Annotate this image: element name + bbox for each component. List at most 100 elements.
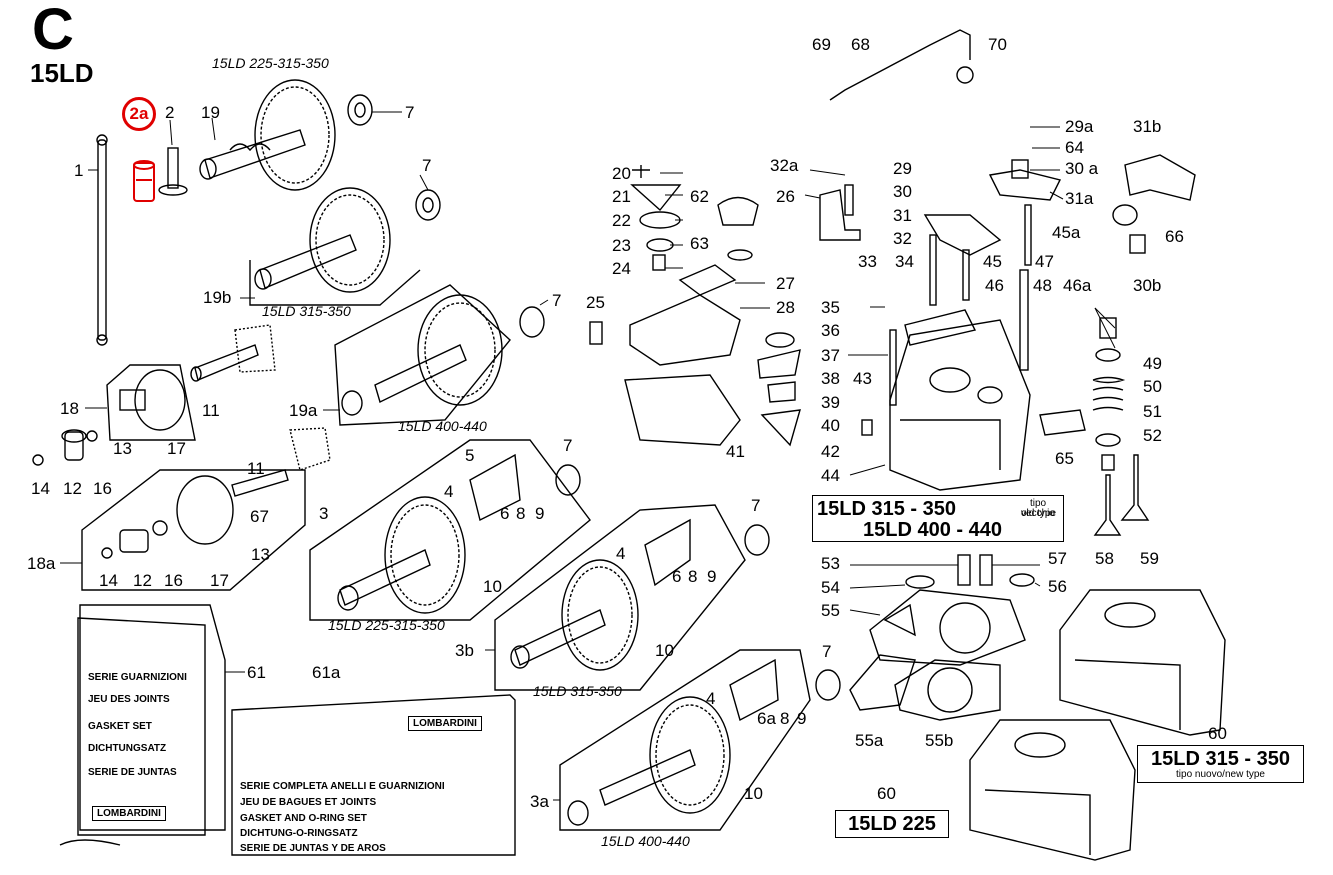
part-label[interactable]: 6a — [757, 709, 776, 728]
part-label[interactable]: 18 — [60, 399, 79, 418]
part-label[interactable]: 30 — [893, 182, 912, 201]
part-label[interactable]: 10 — [483, 577, 502, 596]
part-label[interactable]: 11 — [202, 401, 220, 420]
part-label[interactable]: 13 — [251, 545, 270, 564]
part-label[interactable]: 7 — [405, 103, 415, 122]
part-label[interactable]: 29a — [1065, 117, 1094, 136]
part-label[interactable]: 66 — [1165, 227, 1184, 246]
part-label[interactable]: 7 — [422, 156, 432, 175]
part-label[interactable]: 8 — [516, 504, 526, 523]
part-label[interactable]: 58 — [1095, 549, 1114, 568]
part-label[interactable]: 21 — [612, 187, 631, 206]
part-label[interactable]: 24 — [612, 259, 631, 278]
part-label[interactable]: 18a — [27, 554, 56, 573]
part-label[interactable]: 14 — [99, 571, 118, 590]
part-label[interactable]: 61 — [247, 663, 266, 682]
part-label[interactable]: 7 — [751, 496, 761, 515]
part-label[interactable]: 31a — [1065, 189, 1094, 208]
part-label[interactable]: 11 — [247, 459, 265, 478]
part-label[interactable]: 31 — [893, 206, 912, 225]
part-label[interactable]: 29 — [893, 159, 912, 178]
part-label[interactable]: 19 — [201, 103, 220, 122]
part-label[interactable]: 47 — [1035, 252, 1054, 271]
part-label[interactable]: 55b — [925, 731, 954, 750]
part-label[interactable]: 40 — [821, 416, 840, 435]
part-label[interactable]: 31b — [1133, 117, 1162, 136]
part-label[interactable]: 34 — [895, 252, 914, 271]
part-label[interactable]: 16 — [93, 479, 112, 498]
part-label[interactable]: 19b — [203, 288, 232, 307]
part-label[interactable]: 6 — [500, 504, 510, 523]
part-label[interactable]: 45 — [983, 252, 1002, 271]
part-label[interactable]: 39 — [821, 393, 840, 412]
part-label[interactable]: 60 — [877, 784, 896, 803]
part-label[interactable]: 32 — [893, 229, 912, 248]
part-label[interactable]: 54 — [821, 578, 840, 597]
part-label[interactable]: 35 — [821, 298, 840, 317]
part-label[interactable]: 36 — [821, 321, 840, 340]
part-label[interactable]: 7 — [563, 436, 573, 455]
part-label[interactable]: 4 — [444, 482, 454, 501]
part-label[interactable]: 14 — [31, 479, 50, 498]
part-label[interactable]: 46 — [985, 276, 1004, 295]
part-label[interactable]: 13 — [113, 439, 132, 458]
part-label[interactable]: 59 — [1140, 549, 1159, 568]
part-label[interactable]: 67 — [250, 507, 269, 526]
part-label[interactable]: 63 — [690, 234, 709, 253]
part-label[interactable]: 30 a — [1065, 159, 1099, 178]
part-label[interactable]: 43 — [853, 369, 872, 388]
part-label[interactable]: 51 — [1143, 402, 1162, 421]
part-label[interactable]: 26 — [776, 187, 795, 206]
part-label[interactable]: 33 — [858, 252, 877, 271]
part-label[interactable]: 3b — [455, 641, 474, 660]
part-label[interactable]: 7 — [822, 642, 832, 661]
part-label[interactable]: 5 — [465, 446, 475, 465]
part-label[interactable]: 48 — [1033, 276, 1052, 295]
part-label[interactable]: 56 — [1048, 577, 1067, 596]
part-label[interactable]: 8 — [780, 709, 790, 728]
part-label[interactable]: 28 — [776, 298, 795, 317]
part-label[interactable]: 68 — [851, 35, 870, 54]
part-label[interactable]: 41 — [726, 442, 745, 461]
part-label[interactable]: 9 — [797, 709, 807, 728]
part-label[interactable]: 30b — [1133, 276, 1162, 295]
part-label[interactable]: 37 — [821, 346, 840, 365]
part-label[interactable]: 53 — [821, 554, 840, 573]
part-label[interactable]: 60 — [1208, 724, 1227, 743]
part-label[interactable]: 57 — [1048, 549, 1067, 568]
part-label[interactable]: 7 — [552, 291, 562, 310]
part-label[interactable]: 50 — [1143, 377, 1162, 396]
part-label[interactable]: 10 — [744, 784, 763, 803]
part-label[interactable]: 44 — [821, 466, 840, 485]
part-label[interactable]: 9 — [707, 567, 717, 586]
part-label[interactable]: 4 — [616, 544, 626, 563]
part-label[interactable]: 55a — [855, 731, 884, 750]
part-label[interactable]: 27 — [776, 274, 795, 293]
part-label[interactable]: 52 — [1143, 426, 1162, 445]
part-label[interactable]: 46a — [1063, 276, 1092, 295]
part-label[interactable]: 1 — [74, 161, 84, 180]
part-label[interactable]: 20 — [612, 164, 631, 183]
part-label[interactable]: 38 — [821, 369, 840, 388]
part-label[interactable]: 62 — [690, 187, 709, 206]
part-label[interactable]: 23 — [612, 236, 631, 255]
part-label[interactable]: 16 — [164, 571, 183, 590]
part-label[interactable]: 25 — [586, 293, 605, 312]
part-label[interactable]: 61a — [312, 663, 341, 682]
part-label[interactable]: 4 — [706, 689, 716, 708]
part-label[interactable]: 3a — [530, 792, 549, 811]
part-label[interactable]: 2 — [165, 103, 175, 122]
part-label[interactable]: 65 — [1055, 449, 1074, 468]
part-label[interactable]: 3 — [319, 504, 329, 523]
highlighted-part-callout[interactable]: 2a — [122, 97, 156, 131]
part-label[interactable]: 70 — [988, 35, 1007, 54]
part-label[interactable]: 12 — [63, 479, 82, 498]
part-label[interactable]: 17 — [167, 439, 186, 458]
part-label[interactable]: 8 — [688, 567, 698, 586]
part-label[interactable]: 12 — [133, 571, 152, 590]
part-label[interactable]: 69 — [812, 35, 831, 54]
part-label[interactable]: 6 — [672, 567, 682, 586]
part-label[interactable]: 9 — [535, 504, 545, 523]
part-label[interactable]: 64 — [1065, 138, 1084, 157]
part-label[interactable]: 42 — [821, 442, 840, 461]
